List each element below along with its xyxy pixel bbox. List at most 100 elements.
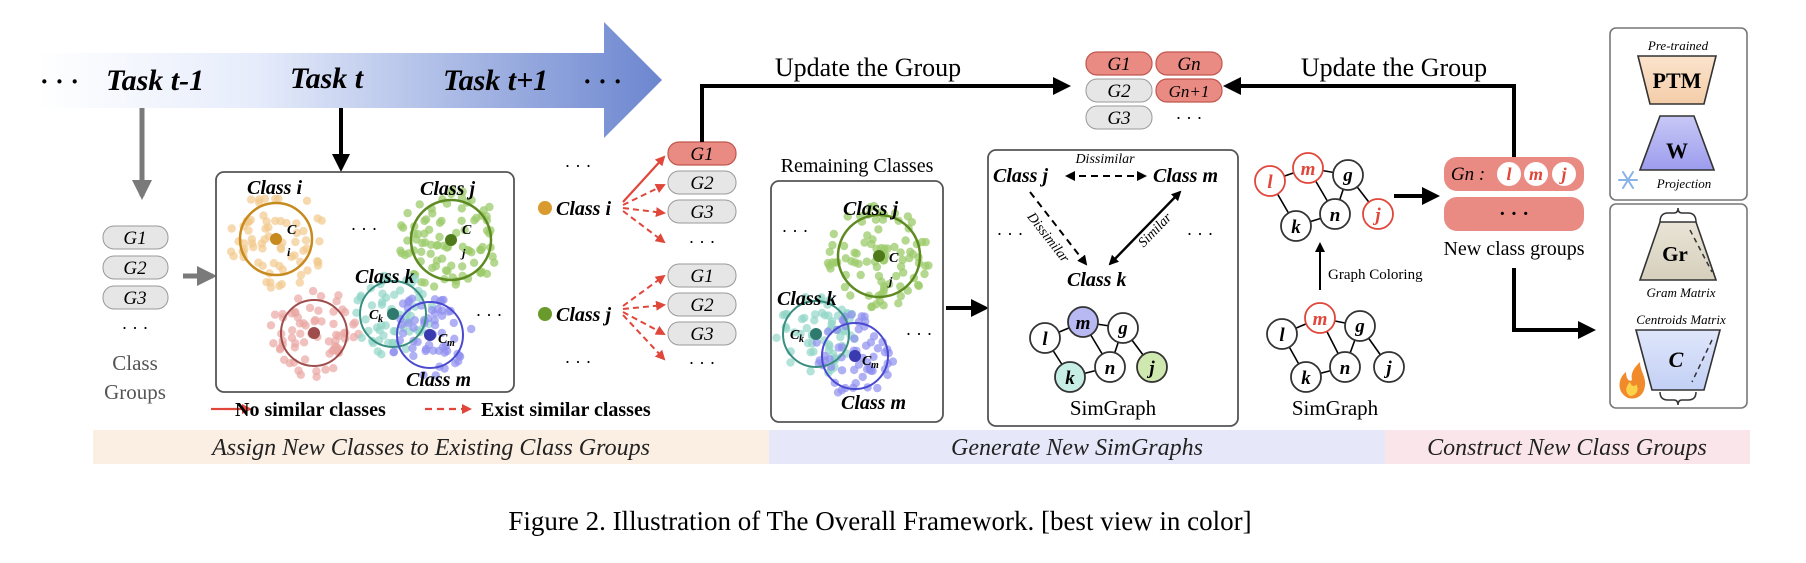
graph-node-label: k	[1065, 368, 1075, 389]
task-banner-next-dots: · · ·	[583, 67, 622, 96]
cluster-label-k: Class k	[355, 266, 414, 288]
sample-point	[874, 225, 883, 234]
group-pill	[102, 255, 169, 280]
sample-point	[409, 323, 418, 332]
sample-point	[865, 203, 875, 212]
centroid-sub-m: m	[447, 338, 455, 349]
sample-point	[246, 195, 256, 204]
sample-point	[826, 264, 835, 273]
new-group-member-label: j	[1558, 164, 1567, 184]
colored-node-label: l	[1267, 172, 1273, 193]
update-group-label: Gn	[1177, 54, 1200, 75]
section-generate-label: Generate New SimGraphs	[951, 435, 1203, 461]
sample-point	[316, 292, 326, 301]
sample-point	[806, 367, 815, 376]
sample-point	[846, 291, 855, 300]
sample-point	[828, 240, 837, 250]
remaining-circle-j	[836, 213, 922, 299]
centroids-matrix-label: Centroids Matrix	[1636, 312, 1726, 327]
sample-point	[227, 224, 236, 233]
uncolored-node-l	[1266, 318, 1298, 350]
sample-point	[850, 258, 860, 267]
sample-point	[340, 308, 350, 317]
centroid-label-m: C	[438, 332, 448, 347]
remaining-centroid-label-k: C	[790, 328, 800, 343]
cluster-circle-m	[396, 301, 464, 369]
sample-point	[437, 328, 447, 338]
sample-point	[439, 241, 448, 251]
sample-point	[431, 371, 440, 380]
edge-dissimilar-jk	[1029, 191, 1088, 266]
gr-label: Gr	[1662, 242, 1688, 266]
task-banner-prev-dots: · · ·	[40, 67, 79, 96]
sample-point	[450, 334, 459, 343]
remaining-label-m: Class m	[841, 392, 906, 414]
remaining-dots-right: · · ·	[906, 324, 933, 344]
sample-point	[455, 352, 465, 361]
assign-group-j-g1	[667, 263, 737, 288]
sample-point	[266, 283, 276, 292]
group-label: G2	[123, 258, 147, 279]
sample-point	[856, 270, 865, 280]
sample-point	[812, 338, 821, 347]
arrow-class-j-to-g1	[622, 274, 666, 307]
sample-point	[296, 329, 305, 338]
centroids-brace-bottom	[1659, 391, 1697, 406]
sample-point	[390, 290, 399, 299]
centroid-k	[387, 308, 399, 320]
snowflake-icon	[1618, 171, 1638, 189]
remaining-centroid-sub-j: j	[887, 274, 893, 288]
sample-point	[460, 225, 469, 235]
sample-point	[451, 359, 460, 368]
sample-point	[817, 293, 826, 302]
sample-point	[403, 236, 412, 245]
ptm-label: PTM	[1653, 68, 1702, 93]
sample-point	[389, 326, 398, 336]
sample-point	[880, 244, 889, 253]
task-prev-label: Task t-1	[106, 64, 204, 97]
simgraph-label: SimGraph	[1070, 396, 1157, 420]
centroid-label-k: C	[369, 308, 379, 323]
sample-point	[843, 212, 852, 221]
sample-point	[247, 239, 257, 248]
update-arrow-left	[700, 77, 1071, 142]
remaining-label-j: Class j	[843, 198, 898, 220]
sample-point	[417, 278, 426, 287]
w-label: W	[1666, 138, 1688, 163]
uncolored-node-label: k	[1301, 368, 1311, 389]
sample-point	[275, 345, 285, 354]
graph-node-label: n	[1105, 358, 1116, 379]
sample-point	[426, 249, 435, 258]
sample-point	[825, 342, 834, 351]
assign-group-label: G2	[690, 173, 714, 194]
sample-point	[896, 262, 906, 271]
projection-label: Projection	[1656, 176, 1711, 191]
remaining-centroid-k	[810, 328, 822, 340]
group-pill	[102, 285, 169, 310]
sample-point	[410, 275, 420, 284]
update-group-g3	[1085, 105, 1153, 130]
sample-point	[305, 303, 315, 313]
assign-dots-bottom: · · ·	[565, 352, 592, 372]
sample-point	[430, 321, 440, 330]
sample-point	[488, 252, 497, 261]
sample-point	[873, 383, 882, 393]
sample-point	[449, 318, 458, 328]
sample-point	[894, 299, 903, 308]
sample-point	[332, 330, 341, 340]
sample-point	[313, 261, 323, 270]
graph-node-n	[1094, 351, 1126, 383]
graph-coloring-label: Graph Coloring	[1328, 267, 1423, 283]
sample-point	[901, 236, 910, 245]
sample-point	[400, 250, 410, 260]
sample-point	[239, 239, 249, 248]
sample-point	[312, 367, 321, 376]
ptm-block	[1636, 55, 1718, 105]
class-groups-label-2: Groups	[104, 380, 166, 404]
centroid-m	[424, 329, 436, 341]
sample-point	[367, 301, 377, 310]
pretrained-label: Pre-trained	[1647, 38, 1709, 53]
remaining-circle-m	[821, 322, 889, 390]
sample-point	[266, 321, 276, 330]
sample-point	[810, 316, 819, 325]
